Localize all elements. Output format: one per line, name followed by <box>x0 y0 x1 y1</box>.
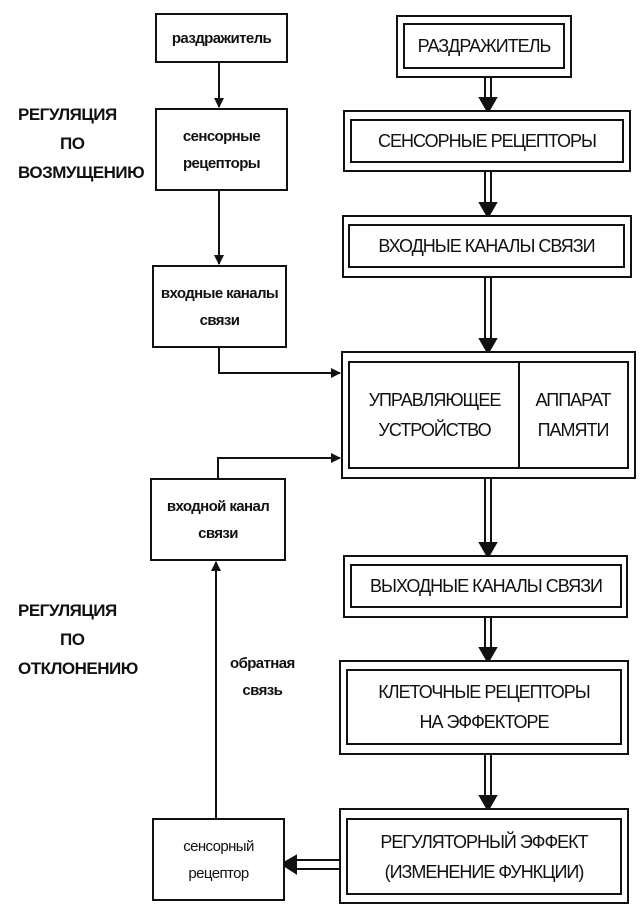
arrow-channels-to-control <box>218 347 341 378</box>
right-input-channels-box: ВХОДНЫЕ КАНАЛЫ СВЯЗИ <box>342 215 632 278</box>
regulatory-effect-box: РЕГУЛЯТОРНЫЙ ЭФФЕКТ (ИЗМЕНЕНИЕ ФУНКЦИИ) <box>339 808 629 904</box>
box-text: РЕГУЛЯТОРНЫЙ ЭФФЕКТ <box>380 831 588 852</box>
left-sensory-receptor-box: сенсорный рецептор <box>152 818 285 901</box>
left-input-channels-box: входные каналы связи <box>152 265 287 348</box>
box-text: НА ЭФФЕКТОРЕ <box>419 712 549 732</box>
left-stimulus-box: раздражитель <box>155 13 288 63</box>
left-sensory-receptors-box: сенсорные рецепторы <box>155 108 288 191</box>
box-text: ВЫХОДНЫЕ КАНАЛЫ СВЯЗИ <box>370 576 603 596</box>
arrow-input-channel-to-control <box>217 453 341 478</box>
box-text: входной канал <box>166 497 270 515</box>
box-text: УСТРОЙСТВО <box>378 420 491 440</box>
box-text: раздражитель <box>171 29 272 47</box>
box-text: связи <box>199 311 240 329</box>
box-text: КЛЕТОЧНЫЕ РЕЦЕПТОРЫ <box>378 682 590 702</box>
right-sensory-receptors-inner: СЕНСОРНЫЕ РЕЦЕПТОРЫ <box>350 119 624 163</box>
left-input-channel-box: входной канал связи <box>150 478 286 561</box>
box-text: сенсорные <box>182 127 261 145</box>
box-text: (ИЗМЕНЕНИЕ ФУНКЦИИ) <box>384 861 585 882</box>
right-stimulus-inner: РАЗДРАЖИТЕЛЬ <box>403 23 565 69</box>
memory-apparatus-cell: АППАРАТ ПАМЯТИ <box>518 361 629 469</box>
cell-receptors-box: КЛЕТОЧНЫЕ РЕЦЕПТОРЫ НА ЭФФЕКТОРЕ <box>339 660 629 755</box>
label-line: ОТКЛОНЕНИЮ <box>18 659 138 678</box>
label-line: РЕГУЛЯЦИЯ <box>18 601 117 620</box>
output-channels-box: ВЫХОДНЫЕ КАНАЛЫ СВЯЗИ <box>343 555 628 618</box>
label-line: ВОЗМУЩЕНИЮ <box>18 163 145 182</box>
feedback-label-line: связь <box>242 682 283 699</box>
output-channels-inner: ВЫХОДНЫЕ КАНАЛЫ СВЯЗИ <box>350 564 622 608</box>
label-line: ПО <box>60 134 85 153</box>
right-input-channels-inner: ВХОДНЫЕ КАНАЛЫ СВЯЗИ <box>348 224 625 268</box>
regulatory-effect-inner: РЕГУЛЯТОРНЫЙ ЭФФЕКТ (ИЗМЕНЕНИЕ ФУНКЦИИ) <box>346 818 622 895</box>
box-text: рецептор <box>188 864 249 882</box>
right-sensory-receptors-box: СЕНСОРНЫЕ РЕЦЕПТОРЫ <box>343 110 631 172</box>
double-arrows <box>280 77 498 875</box>
feedback-label: обратная связь <box>230 650 295 704</box>
label-line: РЕГУЛЯЦИЯ <box>18 105 117 124</box>
box-text: АППАРАТ <box>535 390 611 410</box>
right-stimulus-box: РАЗДРАЖИТЕЛЬ <box>396 15 572 78</box>
box-text: сенсорный <box>183 837 254 855</box>
cell-receptors-inner: КЛЕТОЧНЫЕ РЕЦЕПТОРЫ НА ЭФФЕКТОРЕ <box>346 669 622 745</box>
box-text: СЕНСОРНЫЕ РЕЦЕПТОРЫ <box>378 131 597 151</box>
box-text: рецепторы <box>182 154 261 172</box>
box-text: РАЗДРАЖИТЕЛЬ <box>417 36 552 56</box>
feedback-label-line: обратная <box>230 655 295 672</box>
box-text: ПАМЯТИ <box>537 420 610 440</box>
control-device-box: УПРАВЛЯЮЩЕЕ УСТРОЙСТВО АППАРАТ ПАМЯТИ <box>341 351 636 479</box>
box-text: ВХОДНЫЕ КАНАЛЫ СВЯЗИ <box>378 236 595 256</box>
box-text: УПРАВЛЯЮЩЕЕ <box>368 390 502 410</box>
box-text: входные каналы <box>160 284 279 302</box>
label-regulation-by-deviation: РЕГУЛЯЦИЯ ПО ОТКЛОНЕНИЮ <box>18 596 138 683</box>
control-device-cell: УПРАВЛЯЮЩЕЕ УСТРОЙСТВО <box>348 361 520 469</box>
box-text: связи <box>198 524 238 542</box>
label-line: ПО <box>60 630 85 649</box>
label-regulation-by-disturbance: РЕГУЛЯЦИЯ ПО ВОЗМУЩЕНИЮ <box>18 100 145 187</box>
